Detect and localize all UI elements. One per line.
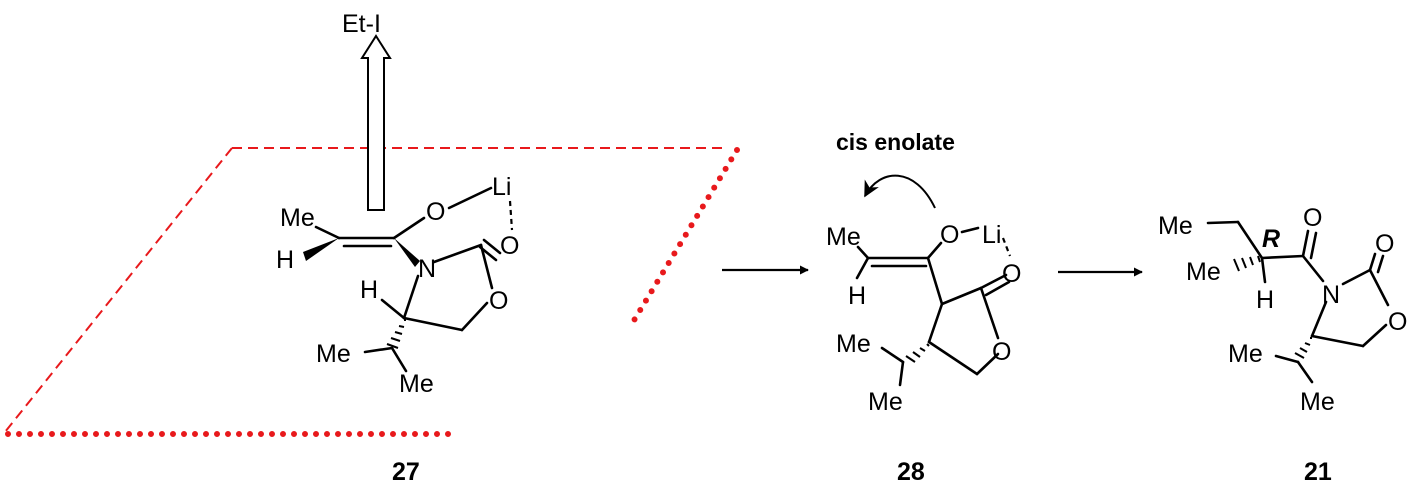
bond [402, 316, 464, 332]
plane-right-edge [630, 147, 740, 325]
electrophile-approach: Et-I [342, 10, 392, 211]
bond [392, 216, 426, 240]
bond [390, 346, 408, 373]
bond [479, 243, 494, 290]
atom-li: Li [982, 221, 1001, 249]
bond [1301, 254, 1325, 283]
bond [1368, 268, 1390, 307]
bond [1310, 300, 1328, 338]
bond [979, 286, 1000, 340]
bond [898, 360, 905, 387]
atom-li: Li [492, 173, 511, 201]
atom-me: Me [316, 340, 351, 368]
curved-arrow [864, 174, 936, 209]
bond [1274, 354, 1300, 364]
wedge-bond [303, 238, 339, 261]
bond [1236, 220, 1264, 260]
atom-o: O [1375, 230, 1394, 258]
hollow-arrow [360, 34, 392, 211]
bond [1301, 229, 1310, 258]
bond [927, 302, 944, 344]
bond [979, 273, 1008, 290]
bond [1376, 254, 1385, 274]
atom-n: N [1322, 281, 1340, 309]
compound-label: 27 [392, 458, 420, 486]
bond [856, 245, 870, 260]
bond [880, 346, 905, 364]
compound-label: 28 [897, 458, 925, 486]
hashed-bond [1294, 337, 1312, 359]
bond [447, 186, 493, 210]
reagent-label: Et-I [342, 10, 381, 38]
bond [432, 243, 483, 264]
bond [363, 346, 394, 354]
compound-28: cis enolate Me H O Li O O Me Me 28 [826, 129, 1021, 486]
bond [1260, 254, 1305, 260]
atom-o: O [1388, 308, 1407, 336]
bond [1368, 252, 1377, 272]
bond [1309, 231, 1318, 260]
atom-o: O [992, 338, 1011, 366]
atom-me: Me [836, 330, 871, 358]
atom-h: H [848, 282, 866, 310]
bond [926, 256, 944, 306]
bond [1296, 360, 1314, 384]
compound-label: 21 [1304, 458, 1332, 486]
compound-21: Me Me R H O N O O Me Me 21 [1158, 204, 1407, 486]
bond [940, 286, 983, 306]
stereo-descriptor: R [1262, 225, 1280, 253]
enolate-face-plane [4, 147, 740, 437]
atom-me: Me [280, 204, 315, 232]
atom-n: N [418, 255, 436, 283]
atom-me: Me [399, 370, 434, 398]
bond [984, 280, 1011, 297]
dashed-bond [1001, 237, 1012, 257]
bond [927, 340, 979, 376]
bond [460, 301, 489, 332]
dashed-bond [508, 200, 514, 231]
bond [1341, 268, 1372, 286]
bond [1206, 220, 1240, 225]
bond [402, 274, 420, 320]
bond [314, 225, 341, 240]
hashed-bond [905, 343, 930, 363]
hashed-bond [1233, 255, 1261, 272]
atom-me: Me [868, 388, 903, 416]
bond [1361, 323, 1388, 348]
atom-me: Me [1228, 340, 1263, 368]
wedge-bond [394, 238, 420, 267]
atom-o: O [1303, 204, 1322, 232]
bond [975, 352, 1000, 376]
hashed-bond [386, 319, 406, 349]
atom-o: O [1002, 260, 1021, 288]
atom-me: Me [826, 223, 861, 251]
bond [926, 241, 943, 260]
bond [1260, 256, 1267, 284]
atom-me: Me [1158, 212, 1193, 240]
bond [380, 298, 406, 320]
bond [482, 238, 502, 255]
atom-o: O [940, 221, 959, 249]
enolate-caption: cis enolate [836, 129, 955, 155]
atom-o: O [426, 198, 445, 226]
atom-h: H [276, 246, 294, 274]
bond [1310, 334, 1365, 348]
atom-me: Me [1300, 388, 1335, 416]
bond [855, 256, 870, 280]
plane-left-edge [4, 147, 233, 433]
atom-me: Me [1186, 258, 1221, 286]
atom-o: O [500, 232, 519, 260]
atom-o: O [489, 287, 508, 315]
compound-27: Me H O Li O N O H Me Me 27 [276, 173, 519, 486]
atom-h: H [360, 276, 378, 304]
atom-h: H [1256, 286, 1274, 314]
bond [960, 226, 980, 234]
